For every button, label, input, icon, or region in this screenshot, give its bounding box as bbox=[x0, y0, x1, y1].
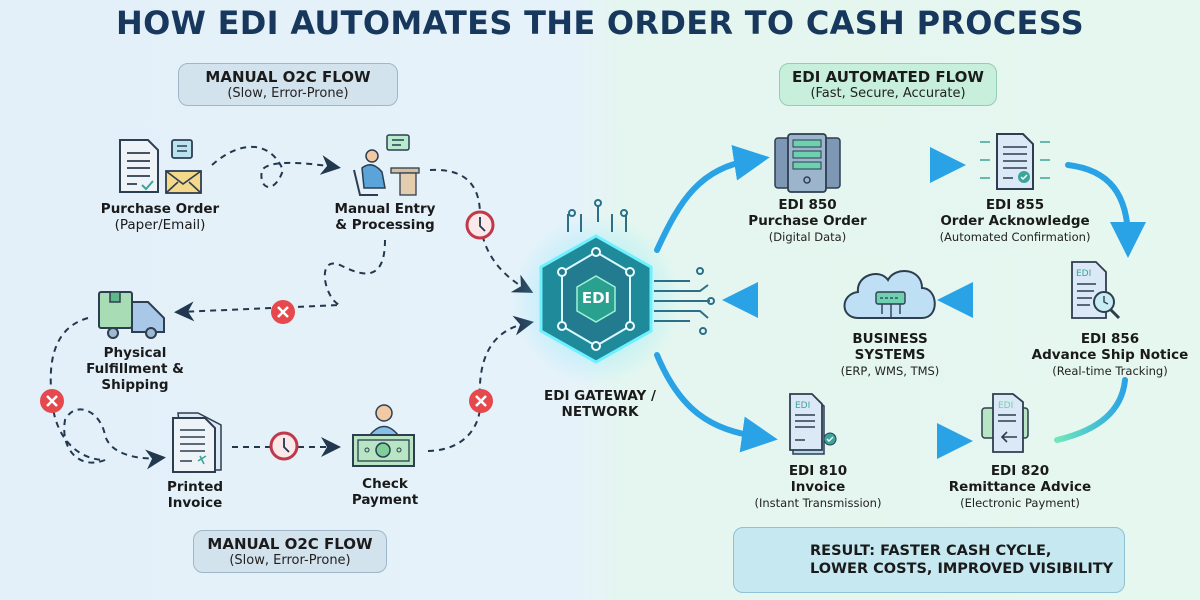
error-icon bbox=[271, 300, 295, 324]
arrow-855-to-856 bbox=[1065, 162, 1146, 258]
path-po-to-entry bbox=[211, 145, 341, 188]
step-printed-invoice: Printed Invoice bbox=[166, 479, 224, 511]
server-icon bbox=[774, 133, 841, 193]
document-email-icon bbox=[119, 139, 202, 194]
error-icon bbox=[469, 389, 493, 413]
step-edi-810: EDI 810 Invoice (Instant Transmission) bbox=[754, 463, 882, 510]
edi-flow-heading: EDI AUTOMATED FLOW bbox=[792, 68, 984, 86]
step-edi-820: EDI 820 Remittance Advice (Electronic Pa… bbox=[948, 463, 1092, 510]
invoice-doc-icon: EDI bbox=[789, 393, 837, 455]
step-check-payment: Check Payment bbox=[351, 476, 419, 508]
delivery-truck-icon bbox=[98, 291, 165, 339]
step-edi-856: EDI 856 Advance Ship Notice (Real-time T… bbox=[1031, 331, 1189, 378]
step-manual-entry: Manual Entry & Processing bbox=[334, 201, 436, 233]
doc-tag: EDI bbox=[1076, 269, 1091, 279]
remittance-doc-icon: EDI bbox=[981, 393, 1029, 453]
clock-delay-icon bbox=[465, 210, 495, 240]
path-truck-to-invoice bbox=[49, 317, 166, 470]
doc-tag: EDI bbox=[998, 401, 1013, 411]
edi-flow-header: EDI AUTOMATED FLOW (Fast, Secure, Accura… bbox=[779, 63, 997, 106]
arrow-gateway-to-850 bbox=[654, 144, 770, 253]
result-line-1: RESULT: FASTER CASH CYCLE, bbox=[810, 543, 1052, 559]
edi-gateway-icon bbox=[511, 199, 715, 385]
path-check-to-gateway bbox=[427, 315, 534, 452]
step-edi-850: EDI 850 Purchase Order (Digital Data) bbox=[748, 197, 867, 244]
step-business-systems: BUSINESS SYSTEMS (ERP, WMS, TMS) bbox=[840, 331, 940, 378]
manual-flow-header-top: MANUAL O2C FLOW (Slow, Error-Prone) bbox=[178, 63, 398, 106]
document-check-icon bbox=[980, 133, 1050, 190]
arrow-820-to-856 bbox=[1054, 377, 1128, 443]
manual-flow-subheading: (Slow, Error-Prone) bbox=[229, 553, 351, 568]
doc-tag: EDI bbox=[795, 401, 810, 411]
person-desk-icon bbox=[353, 134, 420, 196]
manual-flow-header-bottom: MANUAL O2C FLOW (Slow, Error-Prone) bbox=[193, 530, 387, 573]
result-banner: RESULT: FASTER CASH CYCLE, LOWER COSTS, … bbox=[733, 527, 1125, 593]
path-entry-to-truck bbox=[174, 239, 386, 322]
manual-flow-heading: MANUAL O2C FLOW bbox=[207, 535, 373, 553]
printed-invoice-icon bbox=[172, 412, 222, 473]
arrow-gateway-to-810 bbox=[654, 352, 778, 453]
result-line-2: LOWER COSTS, IMPROVED VISIBILITY bbox=[810, 561, 1114, 577]
check-payment-icon bbox=[352, 404, 415, 467]
manual-flow-subheading: (Slow, Error-Prone) bbox=[227, 86, 349, 101]
step-physical-fulfillment: Physical Fulfillment & Shipping bbox=[86, 345, 184, 393]
gateway-badge: EDI bbox=[581, 289, 611, 307]
edi-flow-arrows bbox=[654, 144, 1146, 459]
page-title: HOW EDI AUTOMATES THE ORDER TO CASH PROC… bbox=[116, 4, 1084, 42]
manual-flow-heading: MANUAL O2C FLOW bbox=[205, 68, 371, 86]
step-edi-855: EDI 855 Order Acknowledge (Automated Con… bbox=[939, 197, 1091, 244]
document-search-icon: EDI bbox=[1071, 261, 1121, 320]
cloud-icon bbox=[843, 270, 936, 319]
error-icon bbox=[40, 389, 64, 413]
gateway-label: EDI GATEWAY / NETWORK bbox=[544, 388, 656, 420]
step-purchase-order-manual: Purchase Order (Paper/Email) bbox=[100, 201, 220, 233]
edi-flow-subheading: (Fast, Secure, Accurate) bbox=[810, 86, 966, 101]
clock-delay-icon bbox=[269, 431, 299, 461]
